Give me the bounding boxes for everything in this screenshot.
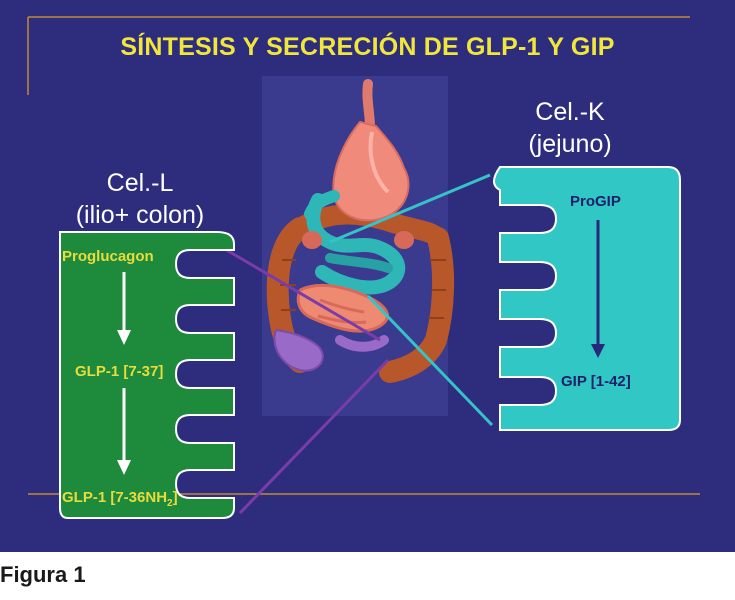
- k-step-gip-1-42: GIP [1-42]: [561, 373, 631, 390]
- diagram-canvas: [27, 16, 700, 519]
- l-cell-title: Cel.-L: [106, 169, 174, 197]
- slide: SÍNTESIS Y SECRECIÓN DE GLP-1 Y GIP Cel.…: [0, 0, 735, 552]
- l-step-glp1-7-36nh2-close: ]: [172, 489, 178, 506]
- k-cell-title: Cel.-K: [535, 98, 605, 126]
- page-title: SÍNTESIS Y SECRECIÓN DE GLP-1 Y GIP: [120, 33, 615, 61]
- down-arrow-icon: [117, 388, 131, 475]
- connector-k-upper: [329, 173, 491, 244]
- intestine-illustration: [266, 79, 455, 383]
- connector-l-upper: [217, 243, 381, 342]
- l-step-glp1-7-36nh2-sub: 2: [167, 498, 173, 509]
- figure-caption: Figura 1: [0, 562, 86, 587]
- k-step-progip: ProGIP: [570, 193, 621, 210]
- l-step-glp1-7-37: GLP-1 [7-37]: [75, 363, 164, 380]
- l-step-glp1-7-36nh2-main: GLP-1 [7-36NH: [62, 489, 168, 506]
- connector-k-lower: [366, 294, 494, 427]
- l-cell-subtitle: (ilio+ colon): [75, 201, 205, 229]
- l-step-proglucagon: Proglucagon: [62, 248, 154, 265]
- down-arrow-icon: [117, 272, 131, 345]
- l-step-glp1-7-36nh2: GLP-1 [7-36NH2]: [62, 489, 178, 509]
- l-cell-shape: [59, 231, 235, 519]
- k-cell-shape: [493, 166, 681, 431]
- k-cell-subtitle: (jejuno): [528, 130, 612, 158]
- connector-l-lower: [238, 358, 390, 515]
- down-arrow-icon: [591, 220, 605, 358]
